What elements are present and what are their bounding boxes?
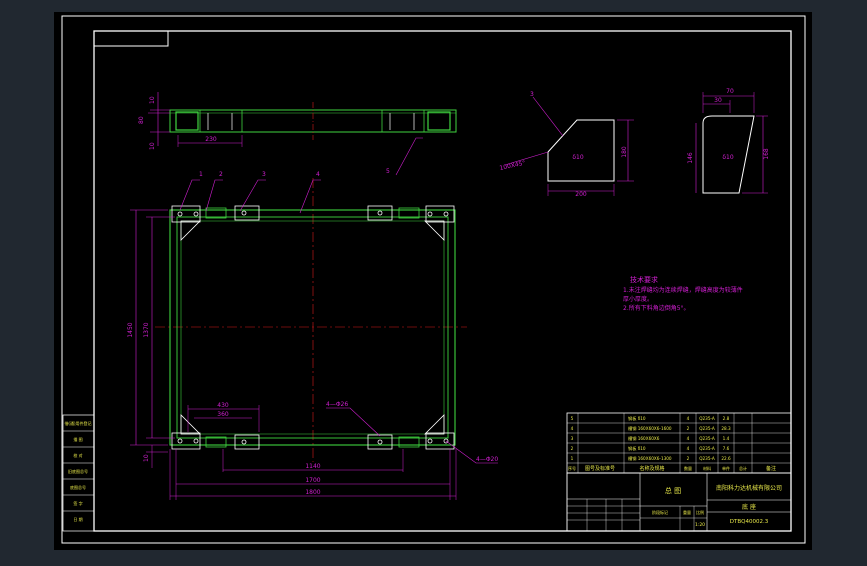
bom-cell-name: 槽钢 160X60X6-1600 [628, 425, 672, 432]
side-thickness: δ10 [572, 154, 583, 161]
side-leader-3: 3 [530, 91, 534, 98]
company-name: 南阳科力达机械有限公司 [716, 484, 782, 492]
hole-callout-1: 4—Φ26 [326, 401, 348, 408]
left-stamp-column: 借(通)用件登记 描 图 校 对 旧底图总号 底图总号 签 字 日 期 [62, 414, 95, 532]
end-thickness: δ10 [722, 154, 733, 161]
outer-frame [61, 15, 806, 544]
top-dim-h2: 80 [138, 116, 145, 124]
dim-left-inner: 1370 [143, 322, 150, 337]
bom-cell-name: 钢板 δ10 [628, 415, 646, 422]
top-leader-5: 5 [386, 168, 390, 175]
technical-notes: 技术要求 1.未注焊缝均为连续焊缝，焊缝高度为较薄件 厚小厚度。 2.所有下料角… [623, 275, 743, 312]
bom-cell-no: 3 [571, 436, 574, 441]
end-sub-dim: 30 [714, 97, 722, 104]
dim-1700: 1700 [305, 477, 320, 484]
weight-label: 重量 [683, 509, 691, 515]
bom-cell-weight: 22.6 [721, 456, 731, 461]
bom-cell-qty: 4 [687, 416, 690, 421]
bom-cell-weight: 28.3 [721, 426, 731, 431]
dim-small-v: 10 [143, 454, 150, 462]
end-left-dim: 146 [687, 152, 694, 164]
bom-cell-material: Q235-A [699, 416, 715, 421]
inner-frame [93, 30, 792, 532]
stamp-5: 签 字 [73, 500, 82, 506]
bom-h-no: 序号 [568, 465, 576, 471]
balloon-1: 1 [199, 171, 203, 178]
top-dim-w1: 230 [205, 136, 217, 143]
balloon-4: 4 [316, 171, 320, 178]
dim-360: 360 [217, 411, 229, 418]
bom-cell-qty: 4 [687, 446, 690, 451]
hole-callout-2: 4—Φ20 [476, 456, 498, 463]
bom-cell-qty: 4 [687, 436, 690, 441]
bom-h-material: 材料 [703, 465, 711, 471]
bom-cell-material: Q235-A [699, 436, 715, 441]
bom-h-code: 图号及标准号 [585, 465, 615, 472]
end-top-dim: 70 [726, 88, 734, 95]
balloon-3: 3 [262, 171, 266, 178]
drawing-name: 底 座 [742, 503, 756, 511]
dim-1140: 1140 [305, 463, 320, 470]
stamp-3: 旧底图总号 [68, 468, 88, 474]
bom-cell-no: 2 [571, 446, 574, 451]
bom-cell-no: 4 [571, 426, 574, 431]
bom-cell-material: Q235-A [699, 456, 715, 461]
bom-cell-qty: 2 [687, 456, 690, 461]
scale-label: 比例 [696, 509, 704, 515]
dim-left-outer: 1450 [127, 322, 134, 337]
assembly-label: 总 图 [665, 486, 681, 495]
bom-h-qty: 数量 [684, 465, 692, 471]
bom-cell-weight: 2.8 [723, 416, 730, 421]
bom-cell-material: Q235-A [699, 426, 715, 431]
side-width: 200 [575, 191, 587, 198]
notes-line-2: 厚小厚度。 [623, 295, 653, 303]
bom-cell-no: 5 [571, 416, 574, 421]
corner-tag-box [94, 31, 169, 47]
bom-cell-name: 槽钢 160X60X6-1300 [628, 455, 672, 462]
end-part-view: 70 30 δ10 146 168 [687, 88, 770, 194]
side-height: 180 [621, 146, 628, 158]
bom-cell-name: 钢板 δ10 [628, 445, 646, 452]
bom-cell-no: 1 [571, 456, 574, 461]
bom-cell-name: 槽钢 160X60X6 [628, 435, 660, 442]
title-block: 总 图 南阳科力达机械有限公司 底 座 DTBQ40002.3 阶段标记 重量 … [566, 472, 792, 532]
stage-label: 阶段标记 [652, 509, 668, 515]
top-dim-h1: 10 [149, 96, 156, 104]
end-right-dim: 168 [763, 148, 770, 160]
bom-h-note: 备注 [766, 465, 776, 472]
main-view: 1 2 3 4 1450 1370 10 430 360 4—Φ26 4—Φ20 [127, 171, 498, 500]
bom-cell-weight: 7.6 [723, 446, 730, 451]
top-view: 10 80 10 230 5 [138, 92, 457, 176]
notes-line-1: 1.未注焊缝均为连续焊缝，焊缝高度为较薄件 [623, 286, 743, 294]
bom-cell-material: Q235-A [699, 446, 715, 451]
dim-430: 430 [217, 402, 229, 409]
bom-h-name: 名称及规格 [639, 465, 664, 472]
balloon-2: 2 [219, 171, 223, 178]
stamp-1: 描 图 [73, 436, 82, 442]
dim-1800: 1800 [305, 489, 320, 496]
drawing-sheet [54, 12, 812, 550]
stamp-4: 底图总号 [70, 484, 86, 490]
stamp-2: 校 对 [73, 452, 82, 458]
stamp-6: 日 期 [73, 516, 82, 522]
bom-h-total: 总计 [739, 465, 747, 471]
bom-h-weight: 单件 [722, 465, 730, 471]
notes-title: 技术要求 [630, 275, 658, 284]
stamp-0: 借(通)用件登记 [64, 420, 91, 426]
drawing-number: DTBQ40002.3 [730, 519, 769, 525]
notes-line-3: 2.所有下料角边倒角5°。 [623, 304, 690, 312]
bom-cell-weight: 1.4 [723, 436, 730, 441]
scale-value: 1:20 [695, 522, 705, 528]
bom-cell-qty: 2 [687, 426, 690, 431]
top-dim-h3: 10 [149, 142, 156, 150]
